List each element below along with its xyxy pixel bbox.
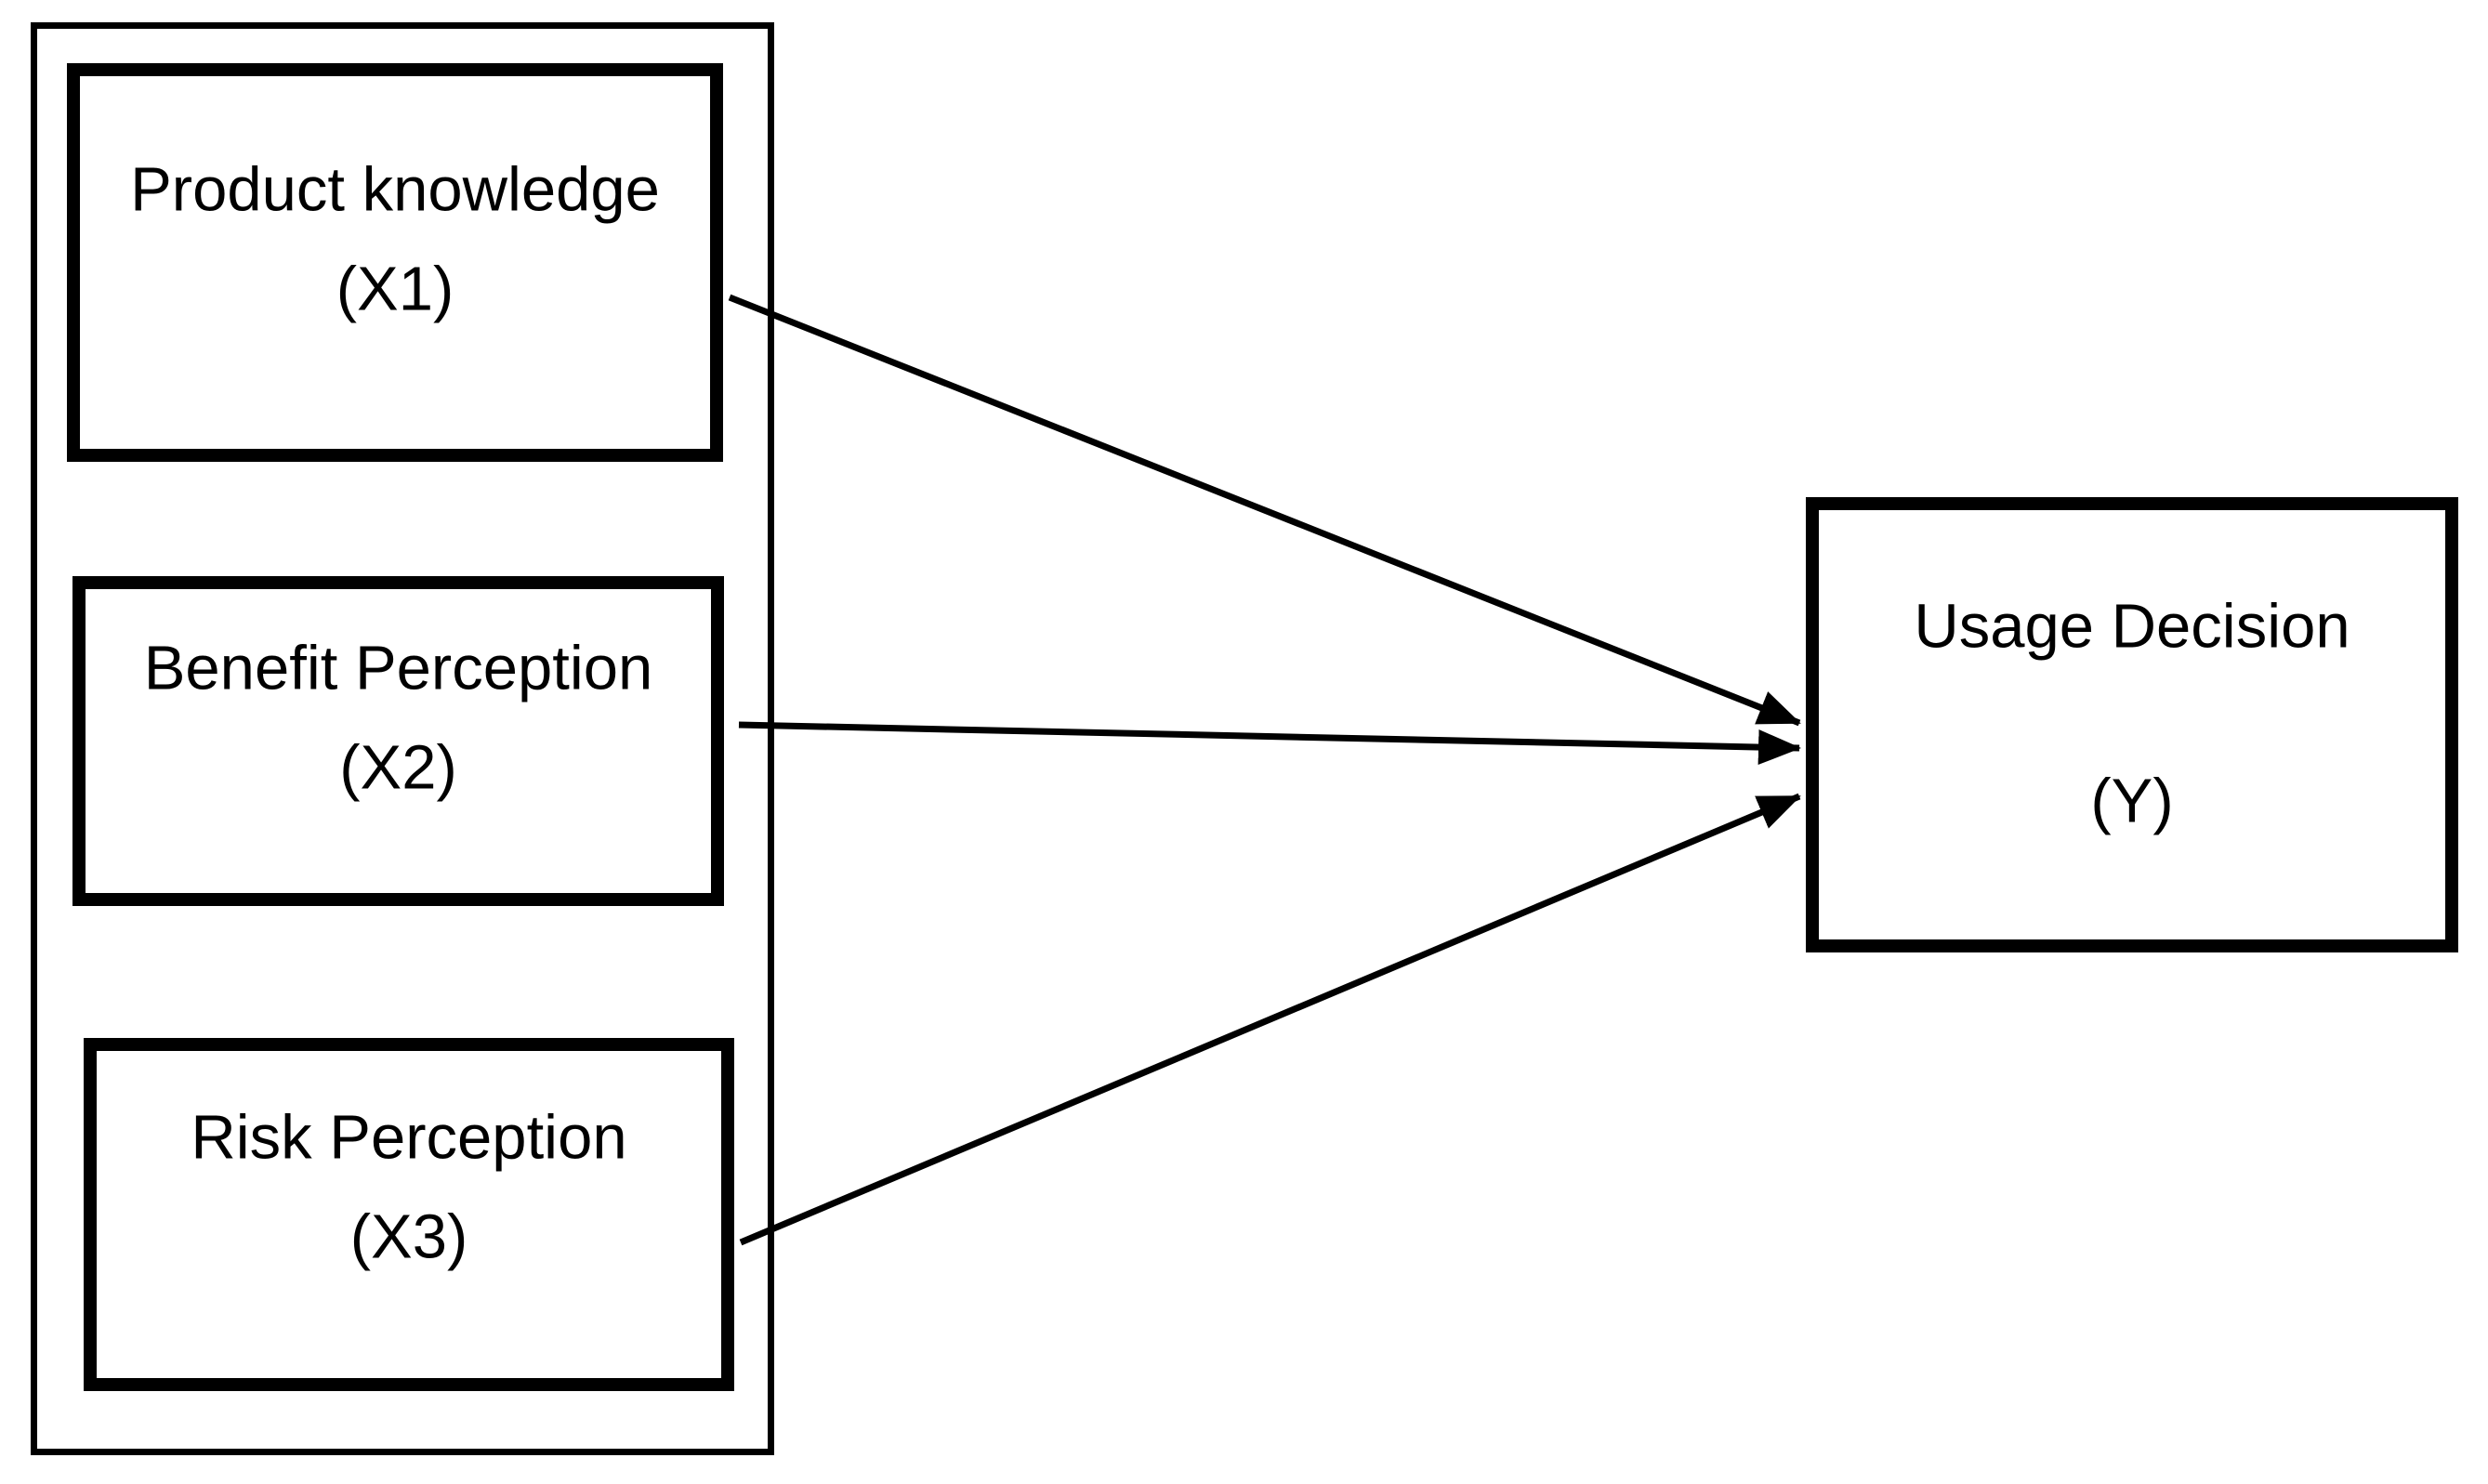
variable-name-label: Product knowledge [130, 154, 660, 225]
variable-code-label: (X3) [349, 1202, 468, 1272]
box-usage-decision: Usage Decision (Y) [1806, 497, 2458, 952]
variable-name-label: Risk Perception [191, 1102, 627, 1173]
box-risk-perception: Risk Perception (X3) [84, 1038, 734, 1391]
variable-code-label: (X1) [336, 254, 454, 324]
arrow-x3-to-y [739, 793, 1801, 1246]
box-benefit-perception: Benefit Perception (X2) [72, 576, 724, 906]
box-product-knowledge: Product knowledge (X1) [67, 63, 723, 462]
arrow-x1-to-y [728, 294, 1801, 727]
variable-code-label: (X2) [339, 732, 457, 803]
variable-name-label: Usage Decision [1914, 591, 2350, 662]
variable-code-label: (Y) [2090, 766, 2174, 836]
variable-name-label: Benefit Perception [143, 633, 653, 703]
arrow-x2-to-y [738, 721, 1801, 766]
